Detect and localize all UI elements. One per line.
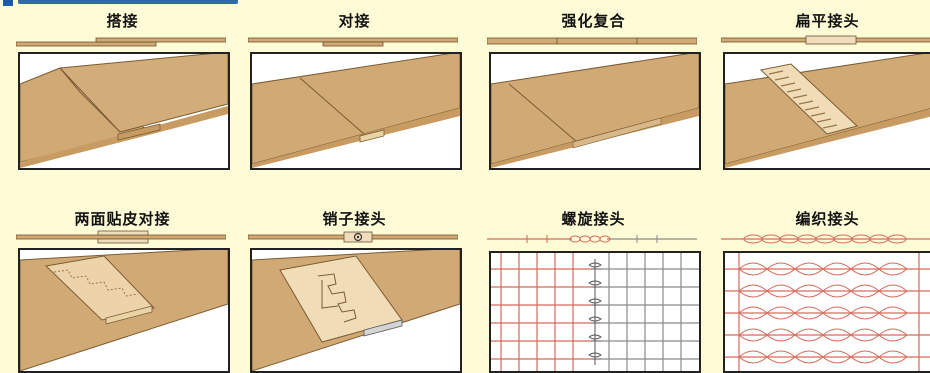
joint-title: 销子接头 [322,210,387,228]
butt-side-view-icon [248,37,458,47]
section-heading-cut [0,0,240,6]
lap-side-view-icon [16,37,226,47]
spiral-side-view-icon [487,235,697,243]
flat-side-view-icon [721,35,930,45]
reinforced-illustration [489,52,701,170]
flat-illustration [723,52,930,170]
heading-marker-icon [3,0,13,6]
woven-illustration [723,251,930,373]
pin-side-view-icon [248,231,458,243]
double-skin-side-view-icon [16,230,226,244]
butt-illustration [250,52,462,170]
spiral-illustration [489,251,701,373]
woven-side-view-icon [721,234,930,244]
joint-title: 螺旋接头 [561,210,626,228]
joint-title: 两面贴皮对接 [74,210,171,228]
lap-illustration [18,52,230,170]
joint-title: 强化复合 [561,12,626,30]
double-skin-illustration [18,248,230,373]
joint-title: 对接 [338,12,371,30]
joint-title: 扁平接头 [795,12,860,30]
joint-title: 编织接头 [795,210,860,228]
pin-illustration [250,248,462,373]
heading-text-fragment [18,0,238,4]
reinforced-side-view-icon [487,37,697,45]
joint-title: 搭接 [106,12,139,30]
